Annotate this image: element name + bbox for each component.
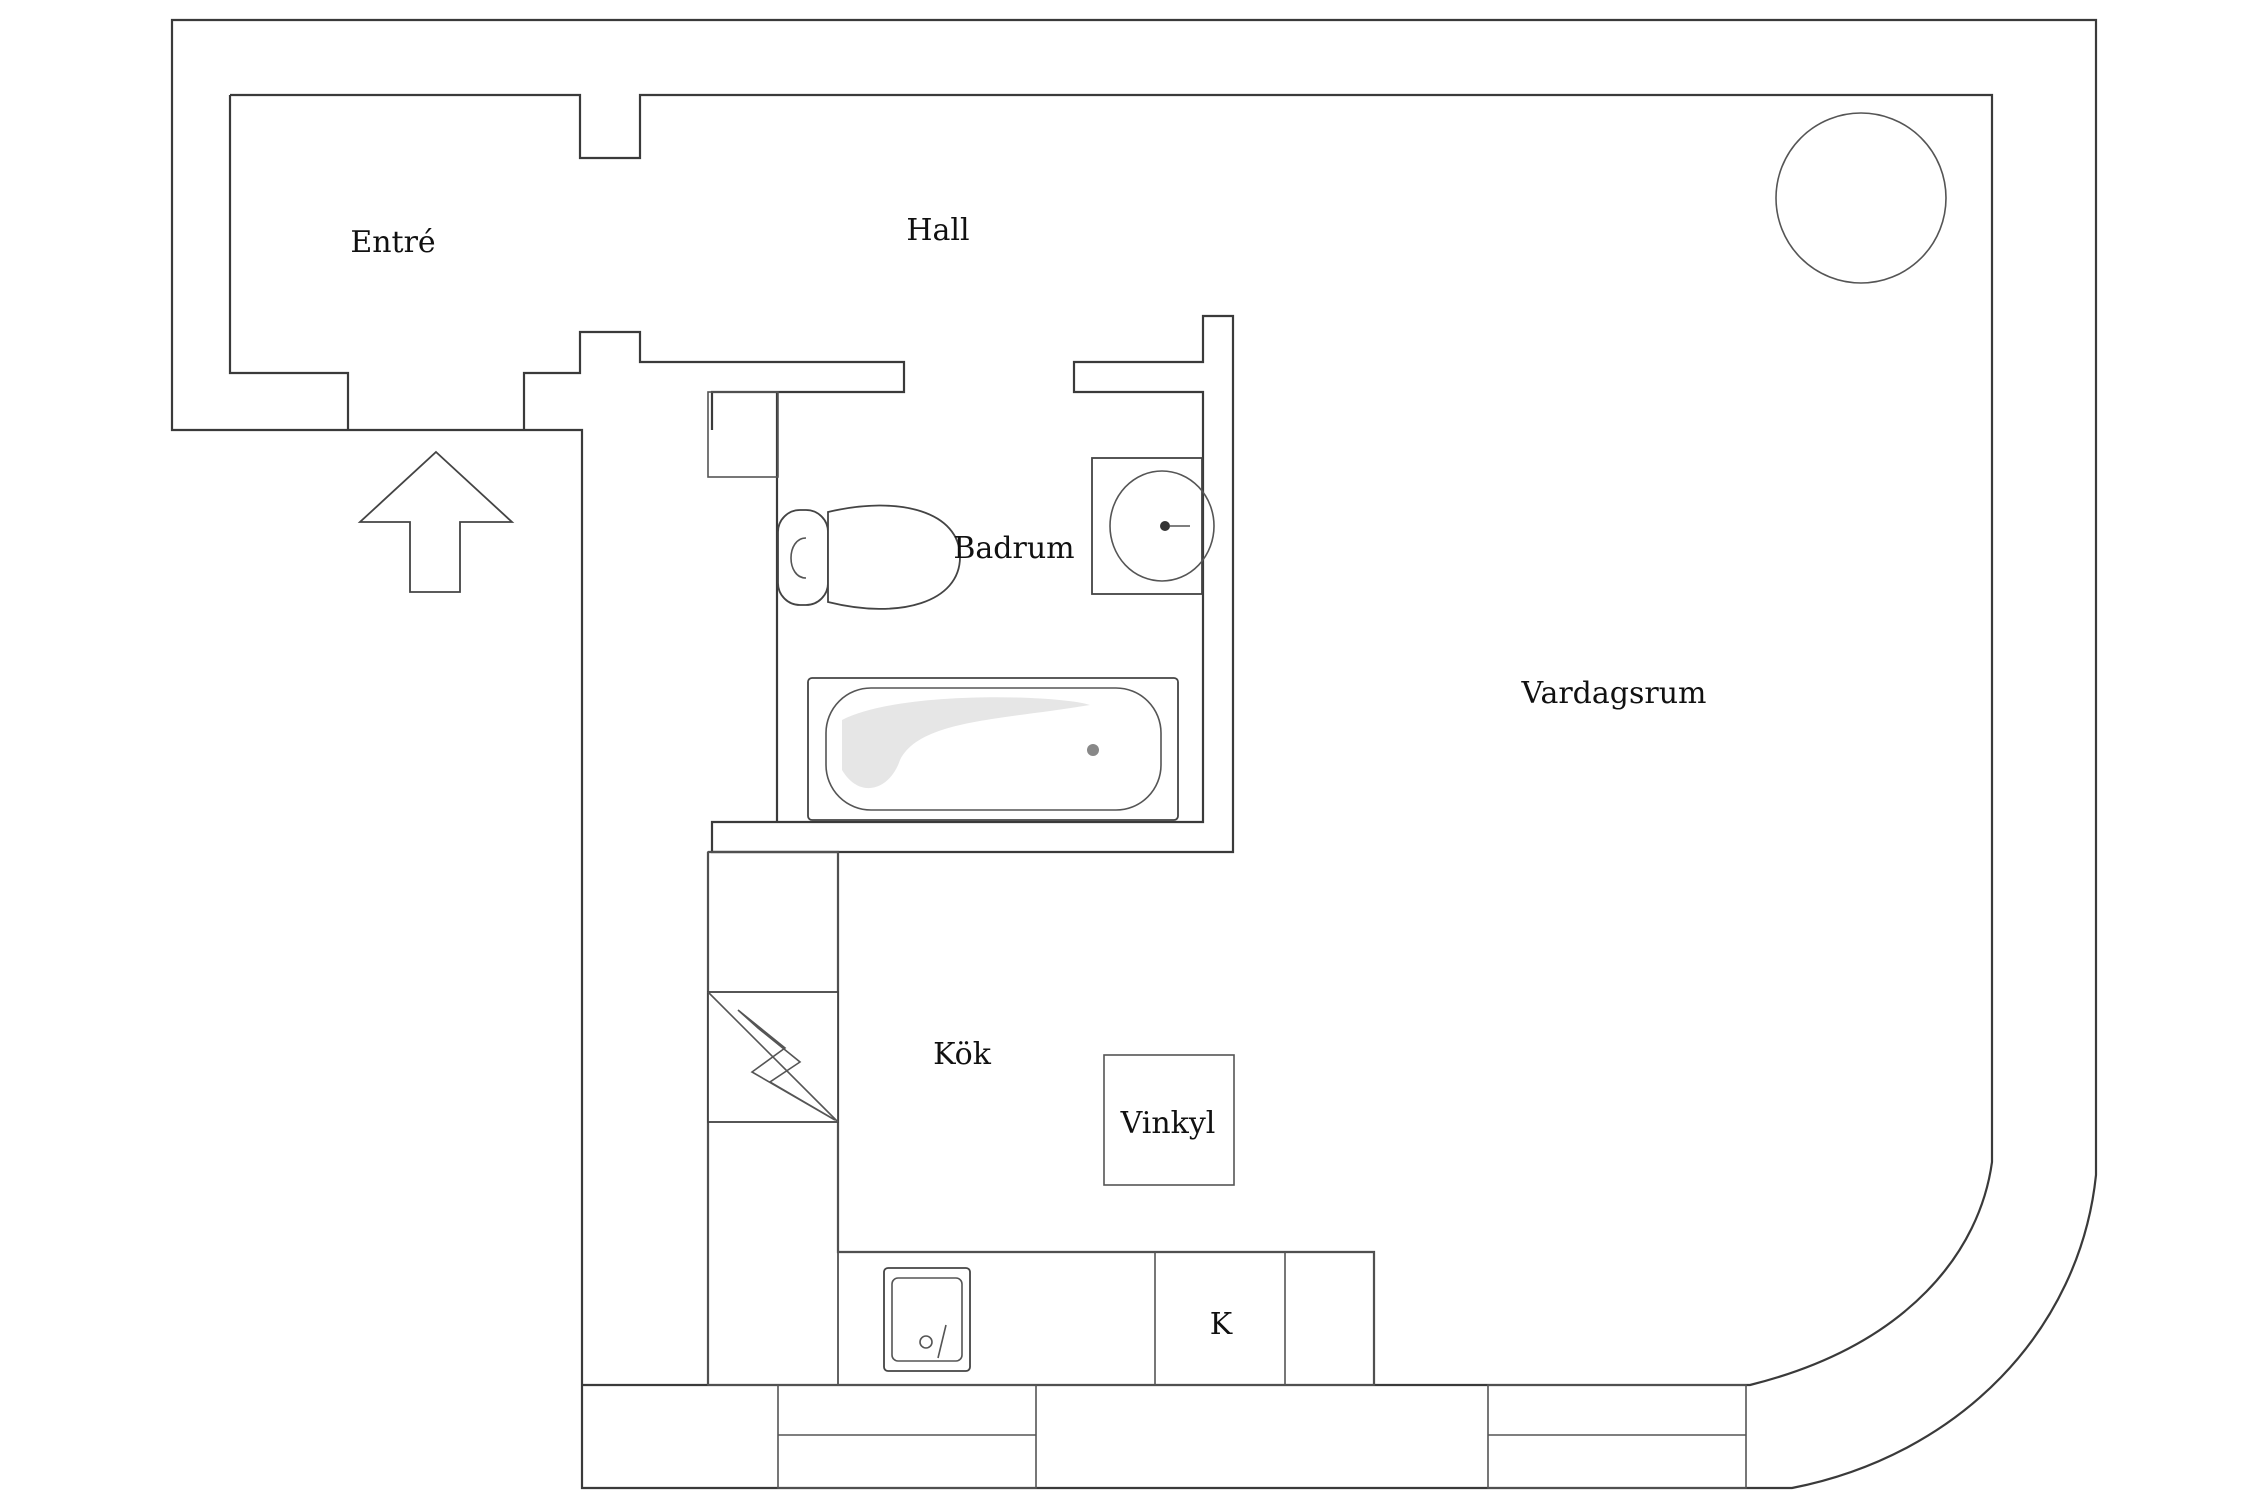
- washbasin-icon: [1091, 457, 1215, 595]
- window-right: [1487, 1384, 1747, 1489]
- room-label-vinkyl: Vinkyl: [1120, 1106, 1216, 1141]
- outer-wall: [170, 18, 2098, 1490]
- room-label-k: K: [1210, 1307, 1233, 1342]
- kitchen-sink-icon: [883, 1267, 971, 1372]
- window-left: [777, 1384, 1037, 1489]
- entrance-arrow-icon: [357, 450, 515, 593]
- room-label-kok: Kök: [933, 1037, 992, 1072]
- kitchen-counter-bottom: [837, 1251, 1375, 1386]
- bathtub-icon: [807, 677, 1179, 821]
- bathroom-walls: [710, 314, 1235, 854]
- toilet-icon: [777, 504, 961, 610]
- room-label-entre: Entré: [350, 225, 435, 260]
- wine-cooler-box: [1103, 1054, 1235, 1186]
- lightning-bolt-icon: [707, 991, 839, 1123]
- room-label-vardagsrum: Vardagsrum: [1521, 676, 1707, 711]
- round-table-icon: [1775, 112, 1947, 284]
- inner-wall: [228, 93, 1994, 1387]
- room-label-badrum: Badrum: [953, 531, 1074, 566]
- room-label-hall: Hall: [906, 213, 969, 248]
- closet-stub: [707, 391, 779, 478]
